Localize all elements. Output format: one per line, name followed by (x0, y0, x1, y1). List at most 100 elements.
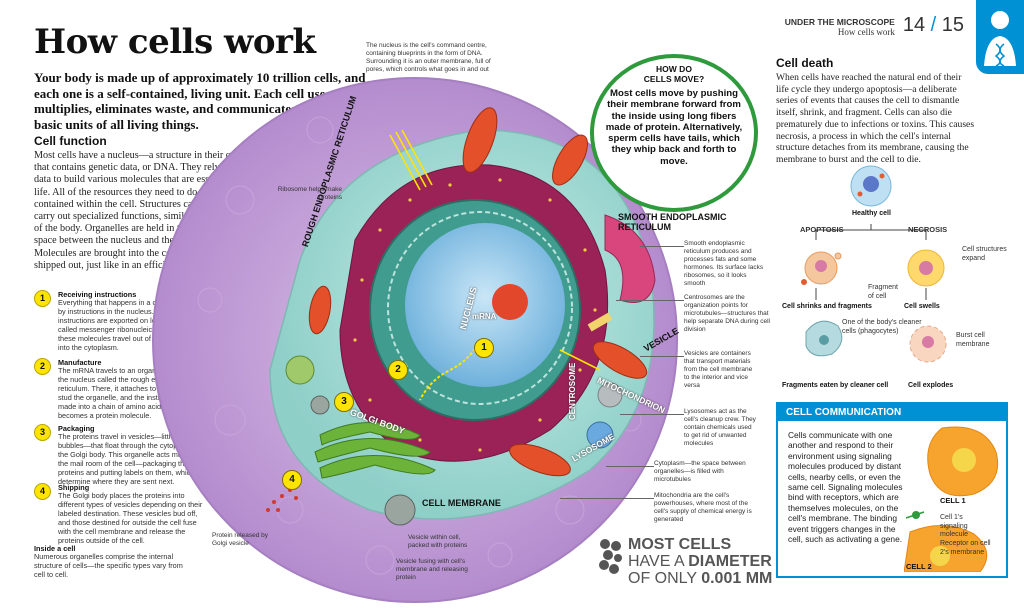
callout-vesicle-packed: Vesicle within cell, packed with protein… (408, 534, 468, 549)
page-numbers: 14 / 15 (903, 14, 964, 37)
callout-lysosome: Lysosomes act as the cell's cleanup crew… (684, 408, 756, 447)
leader-centrosome (616, 300, 684, 301)
step-text: The proteins travel in vesicles—little c… (58, 432, 203, 486)
burst-label: Burst cell membrane (956, 332, 990, 348)
inside-cell-section: Inside a cell Numerous organelles compri… (34, 544, 194, 580)
callout-vesicle: Vesicles are containers that transport m… (684, 350, 753, 389)
section-name: UNDER THE MICROSCOPE (784, 17, 895, 27)
stat-line-3a: OF ONLY (628, 570, 702, 587)
cell1-label: CELL 1 (940, 496, 966, 505)
step-2: 2 Manufacture The mRNA travels to an org… (34, 358, 209, 420)
step-title: Packaging (58, 424, 95, 433)
page-left: 14 (902, 14, 926, 36)
phagocyte-icon (805, 320, 843, 357)
phagocyte-label: One of the body's cleaner cells (phagocy… (842, 319, 922, 335)
stat-text: MOST CELLS HAVE A DIAMETER OF ONLY 0.001… (628, 536, 772, 587)
leader-smooth-er (640, 246, 684, 247)
diagram-badge-3: 3 (334, 392, 354, 412)
mitochondria-shapes (308, 107, 648, 477)
step-number: 4 (34, 483, 51, 500)
nucleus-shape (405, 223, 565, 387)
stat-line-3b: 0.001 MM (701, 570, 773, 587)
step-title: Receiving instructions (58, 290, 137, 299)
healthy-cell-icon (850, 165, 892, 207)
cell-death-diagram (801, 165, 947, 363)
nuclear-envelope-inner (387, 211, 573, 405)
inside-cell-text: Numerous organelles comprise the interna… (34, 552, 183, 579)
eaten-label: Fragments eaten by cleaner cell (782, 382, 889, 389)
swells-label: Cell swells (904, 303, 940, 310)
cell-death-section: Cell death When cells have reached the n… (776, 56, 976, 166)
explodes-label: Cell explodes (908, 382, 954, 389)
chapter-tab (976, 0, 1024, 74)
callout-mitochondria: Mitochondria are the cell's powerhouses,… (654, 492, 752, 523)
branch-lines (815, 224, 927, 240)
cell-death-heading: Cell death (776, 56, 834, 70)
cell-death-text: When cells have reached the natural end … (776, 72, 975, 165)
fragment-label: Fragment of cell (868, 284, 898, 300)
cells-move-box: HOW DO CELLS MOVE? Most cells move by pu… (590, 54, 758, 212)
step-title: Shipping (58, 483, 90, 492)
step-number: 1 (34, 290, 51, 307)
healthy-cell-label: Healthy cell (852, 210, 891, 217)
smooth-er-shape (604, 214, 656, 303)
step-number: 2 (34, 358, 51, 375)
nucleolus-shape (492, 284, 528, 320)
cells-move-heading: HOW DO CELLS MOVE? (594, 64, 754, 84)
callout-ribosome: Ribosome helps make proteins (277, 186, 342, 201)
signal-label: Cell 1's signaling molecule (940, 514, 969, 539)
callout-nucleus: The nucleus is the cell's command centre… (366, 42, 491, 73)
stat-line-2b: DIAMETER (688, 553, 772, 570)
step-3: 3 Packaging The proteins travel in vesic… (34, 424, 209, 486)
necrosis-label: NECROSIS (908, 225, 948, 234)
cell-structures-label: Cell structures expand (962, 246, 1007, 262)
body-dna-icon (984, 11, 1016, 67)
cell-diagram (152, 77, 678, 603)
stat-line-3: OF ONLY 0.001 MM (628, 570, 772, 587)
subsection-name: How cells work (837, 27, 895, 37)
stat-line-1: MOST CELLS (628, 536, 732, 553)
golgi-body-shape (314, 422, 436, 479)
callout-smooth-er: Smooth endoplasmic reticulum produces an… (684, 240, 764, 287)
step-4: 4 Shipping The Golgi body places the pro… (34, 483, 209, 545)
callout-protein-released: Protein released by Golgi vesicle (212, 532, 269, 547)
page-header: UNDER THE MICROSCOPE How cells work 14 /… (785, 14, 964, 37)
rough-er-dots (353, 178, 597, 452)
stat-line-2: HAVE A DIAMETER (628, 553, 772, 570)
callout-centrosome: Centrosomes are the organization points … (684, 294, 770, 333)
diameter-stat: MOST CELLS HAVE A DIAMETER OF ONLY 0.001… (598, 536, 772, 587)
step-1: 1 Receiving instructions Everything that… (34, 290, 209, 352)
step-text: The mRNA travels to an organelle attache… (58, 366, 206, 420)
leader-mitochondria (560, 498, 654, 499)
communication-heading: CELL COMMUNICATION (778, 404, 1006, 421)
step-title: Manufacture (58, 358, 102, 367)
burst-cell-icon (909, 325, 947, 363)
necrosis-cell-icon (907, 249, 945, 287)
cell-function-heading: Cell function (34, 134, 107, 148)
cell-function-section: Cell function Most cells have a nucleus—… (34, 134, 254, 272)
communication-box: CELL COMMUNICATION Cells communicate wit… (776, 402, 1008, 578)
cell2-label: CELL 2 (906, 562, 932, 571)
page-separator-icon: / (925, 14, 942, 36)
cells-move-heading-2: CELLS MOVE? (643, 74, 705, 84)
step-text: The Golgi body places the proteins into … (58, 491, 203, 545)
cells-move-heading-1: HOW DO (656, 64, 692, 74)
leader-vesicle (640, 356, 684, 357)
leader-lysosome (620, 414, 684, 415)
intro-text: Your body is made up of approximately 10… (34, 70, 374, 132)
cells-move-text: Most cells move by pushing their membran… (605, 88, 743, 167)
callout-vesicle-fusing: Vesicle fusing with cell's membrane and … (396, 558, 468, 581)
step-text: Everything that happens in a cell is con… (58, 298, 205, 352)
mrna-strand (419, 339, 481, 401)
page-title: How cells work (34, 22, 316, 62)
leader-cytoplasm (606, 466, 654, 467)
label-mrna: mRNA (472, 312, 497, 321)
diagram-badge-4: 4 (282, 470, 302, 490)
vesicle-shapes (285, 355, 623, 526)
inside-cell-heading: Inside a cell (34, 544, 76, 553)
diagram-badge-2: 2 (388, 360, 408, 380)
centrosome-shape (587, 312, 613, 332)
label-cell-membrane: CELL MEMBRANE (422, 498, 501, 508)
cell-function-text: Most cells have a nucleus—a structure in… (34, 150, 252, 271)
label-smooth-er-text: SMOOTH ENDOPLASMIC RETICULUM (618, 212, 727, 232)
